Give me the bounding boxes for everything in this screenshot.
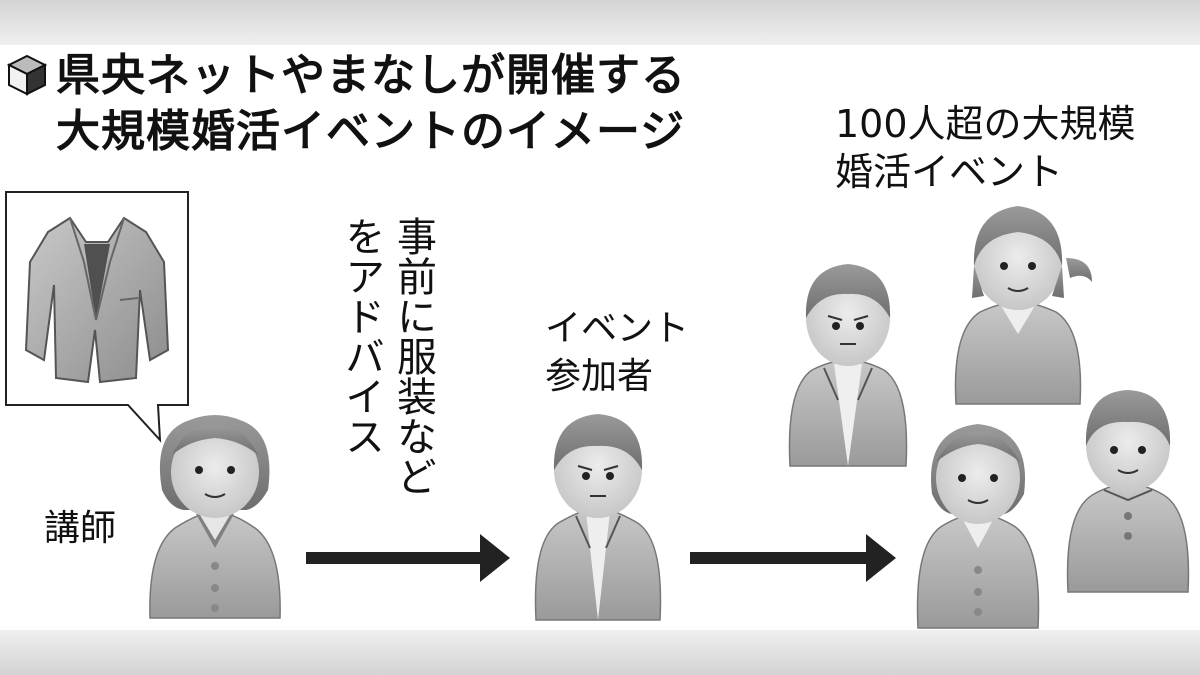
right-arrow-icon xyxy=(306,534,510,582)
participant-figure xyxy=(534,414,662,621)
event-man-2 xyxy=(1066,390,1190,593)
participant-label-line-2: 参加者 xyxy=(545,356,654,397)
top-band xyxy=(0,0,1200,45)
event-woman-ponytail xyxy=(954,206,1092,405)
right-arrow-icon xyxy=(690,534,896,582)
page-title: 県央ネットやまなしが開催する 大規模婚活イベントのイメージ xyxy=(56,48,686,160)
event-man-1 xyxy=(788,264,908,467)
jacket-icon xyxy=(24,216,170,384)
lecturer-figure xyxy=(149,415,281,619)
participant-label-line-1: イベント xyxy=(545,308,690,349)
event-woman-2 xyxy=(916,424,1040,629)
advice-label-line-1: 事前に服装など xyxy=(390,216,436,496)
bottom-band xyxy=(0,630,1200,675)
large-event-label-line-1: 100人超の大規模 xyxy=(835,102,1136,146)
cube-icon xyxy=(6,54,48,96)
participant-label: イベント 参加者 xyxy=(545,305,689,401)
advice-label-line-2: をアドバイス xyxy=(338,216,384,456)
title-line-2: 大規模婚活イベントのイメージ xyxy=(56,106,686,157)
large-event-label: 100人超の大規模 婚活イベント xyxy=(835,100,1136,196)
title-line-1: 県央ネットやまなしが開催する xyxy=(56,50,686,101)
advice-label: 事前に服装など をアドバイス xyxy=(335,216,439,546)
large-event-label-line-2: 婚活イベント xyxy=(835,150,1064,194)
lecturer-label: 講師 xyxy=(44,508,117,549)
